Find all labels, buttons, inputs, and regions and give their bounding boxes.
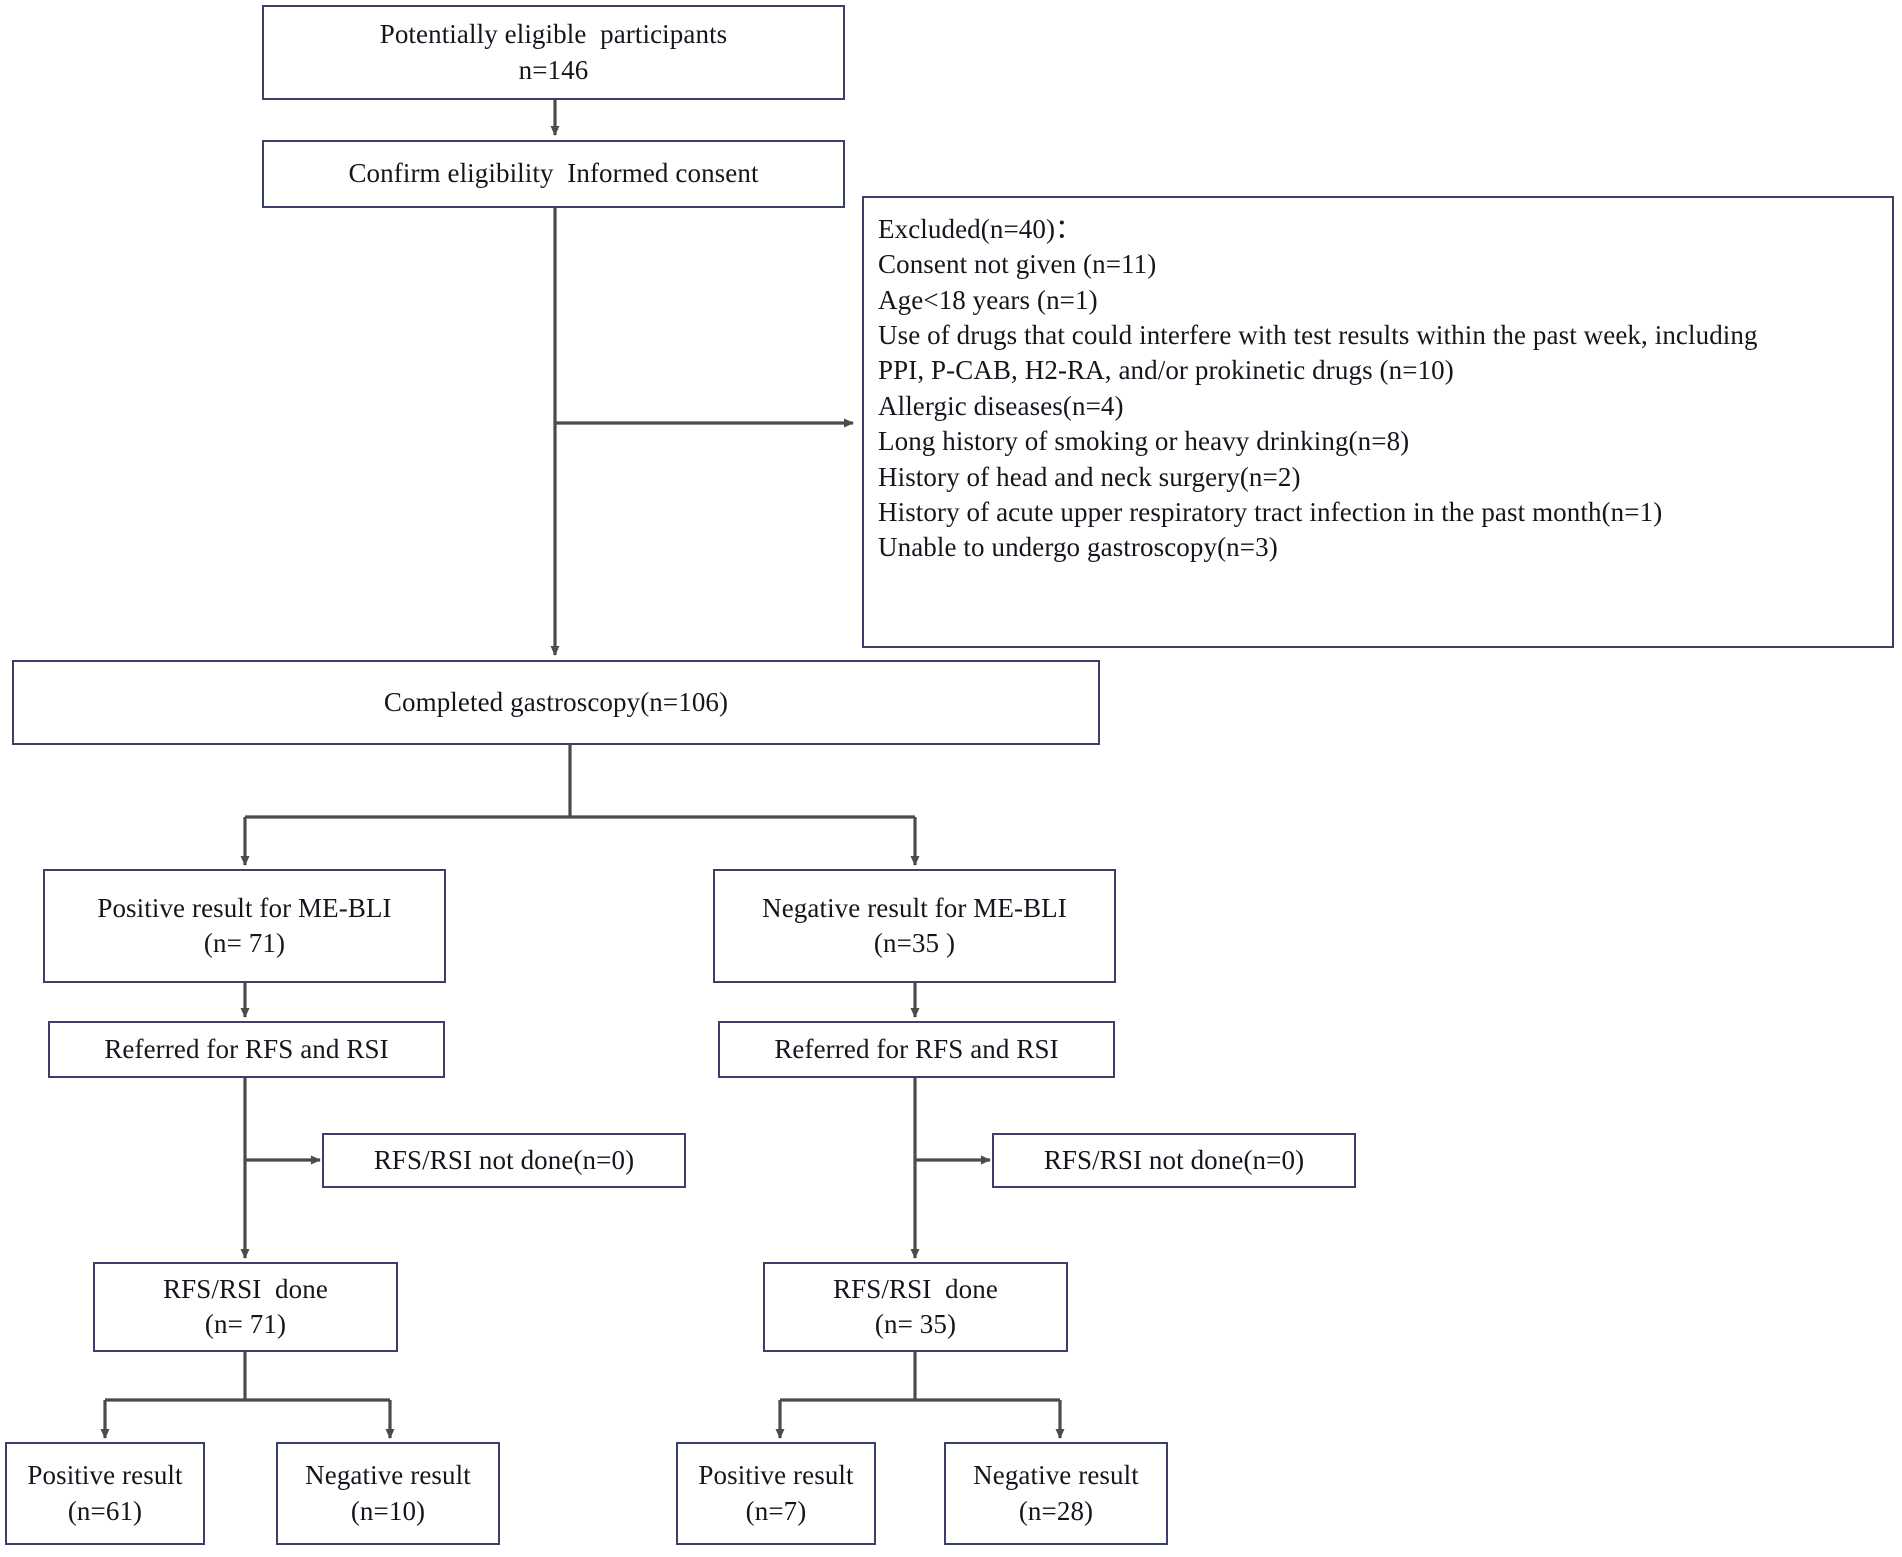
node-notdone-right-line-1: RFS/RSI not done(n=0) bbox=[1043, 1144, 1305, 1175]
node-excluded-line-2: Consent not given (n=11) bbox=[878, 249, 1157, 280]
node-confirm-eligibility: Confirm eligibility Informed consent bbox=[262, 140, 845, 208]
node-result-negative-left: Negative result (n=10) bbox=[276, 1442, 500, 1545]
node-excluded-line-9: History of acute upper respiratory tract… bbox=[878, 496, 1663, 527]
node-excluded-line-6: Allergic diseases(n=4) bbox=[878, 390, 1124, 421]
node-result-positive-left: Positive result (n=61) bbox=[5, 1442, 205, 1545]
node-excluded-line-7: Long history of smoking or heavy drinkin… bbox=[878, 426, 1410, 457]
node-excluded-line-5: PPI, P-CAB, H2-RA, and/or prokinetic dru… bbox=[878, 355, 1454, 386]
node-mebli-positive-line-2: (n= 71) bbox=[203, 928, 286, 958]
node-excluded-line-4: Use of drugs that could interfere with t… bbox=[878, 320, 1758, 351]
node-result-negative-right-line-2: (n=28) bbox=[1018, 1495, 1094, 1526]
node-potentially-eligible-line-1: Potentially eligible participants bbox=[379, 19, 728, 50]
node-done-right-line-2: (n= 35) bbox=[874, 1309, 957, 1339]
node-notdone-left: RFS/RSI not done(n=0) bbox=[322, 1133, 686, 1188]
node-completed-gastroscopy-line-1: Completed gastroscopy(n=106) bbox=[383, 686, 729, 717]
node-result-negative-right: Negative result (n=28) bbox=[944, 1442, 1168, 1545]
node-result-positive-right-line-1: Positive result bbox=[698, 1460, 854, 1491]
node-referred-left-line-1: Referred for RFS and RSI bbox=[104, 1033, 389, 1064]
node-excluded-line-8: History of head and neck surgery(n=2) bbox=[878, 461, 1301, 492]
node-notdone-right: RFS/RSI not done(n=0) bbox=[992, 1133, 1356, 1188]
node-completed-gastroscopy: Completed gastroscopy(n=106) bbox=[12, 660, 1100, 745]
node-referred-right: Referred for RFS and RSI bbox=[718, 1021, 1115, 1078]
node-mebli-positive: Positive result for ME-BLI (n= 71) bbox=[43, 869, 446, 983]
node-done-right-line-1: RFS/RSI done bbox=[833, 1273, 998, 1304]
node-result-positive-right: Positive result (n=7) bbox=[676, 1442, 876, 1545]
node-result-negative-left-line-1: Negative result bbox=[305, 1460, 471, 1491]
node-mebli-negative-line-2: (n=35 ) bbox=[873, 928, 956, 958]
node-referred-left: Referred for RFS and RSI bbox=[48, 1021, 445, 1078]
node-notdone-left-line-1: RFS/RSI not done(n=0) bbox=[373, 1144, 635, 1175]
node-referred-right-line-1: Referred for RFS and RSI bbox=[774, 1033, 1059, 1064]
node-done-left-line-1: RFS/RSI done bbox=[163, 1273, 328, 1304]
node-potentially-eligible-line-2: n=146 bbox=[518, 54, 589, 85]
node-excluded: Excluded(n=40)： Consent not given (n=11)… bbox=[862, 196, 1894, 648]
node-mebli-negative-line-1: Negative result for ME-BLI bbox=[762, 892, 1067, 923]
node-done-left-line-2: (n= 71) bbox=[204, 1309, 287, 1339]
node-result-negative-left-line-2: (n=10) bbox=[350, 1495, 426, 1526]
node-done-right: RFS/RSI done (n= 35) bbox=[763, 1262, 1068, 1352]
node-result-positive-left-line-2: (n=61) bbox=[67, 1495, 143, 1526]
node-result-negative-right-line-1: Negative result bbox=[973, 1460, 1139, 1491]
node-excluded-line-3: Age<18 years (n=1) bbox=[878, 284, 1098, 315]
node-mebli-positive-line-1: Positive result for ME-BLI bbox=[97, 892, 392, 923]
node-excluded-line-10: Unable to undergo gastroscopy(n=3) bbox=[878, 532, 1278, 563]
node-potentially-eligible: Potentially eligible participants n=146 bbox=[262, 5, 845, 100]
node-result-positive-right-line-2: (n=7) bbox=[745, 1495, 807, 1526]
node-confirm-eligibility-line-1: Confirm eligibility Informed consent bbox=[348, 158, 759, 189]
node-result-positive-left-line-1: Positive result bbox=[27, 1460, 183, 1491]
node-done-left: RFS/RSI done (n= 71) bbox=[93, 1262, 398, 1352]
node-mebli-negative: Negative result for ME-BLI (n=35 ) bbox=[713, 869, 1116, 983]
node-excluded-line-1: Excluded(n=40)： bbox=[878, 214, 1083, 244]
